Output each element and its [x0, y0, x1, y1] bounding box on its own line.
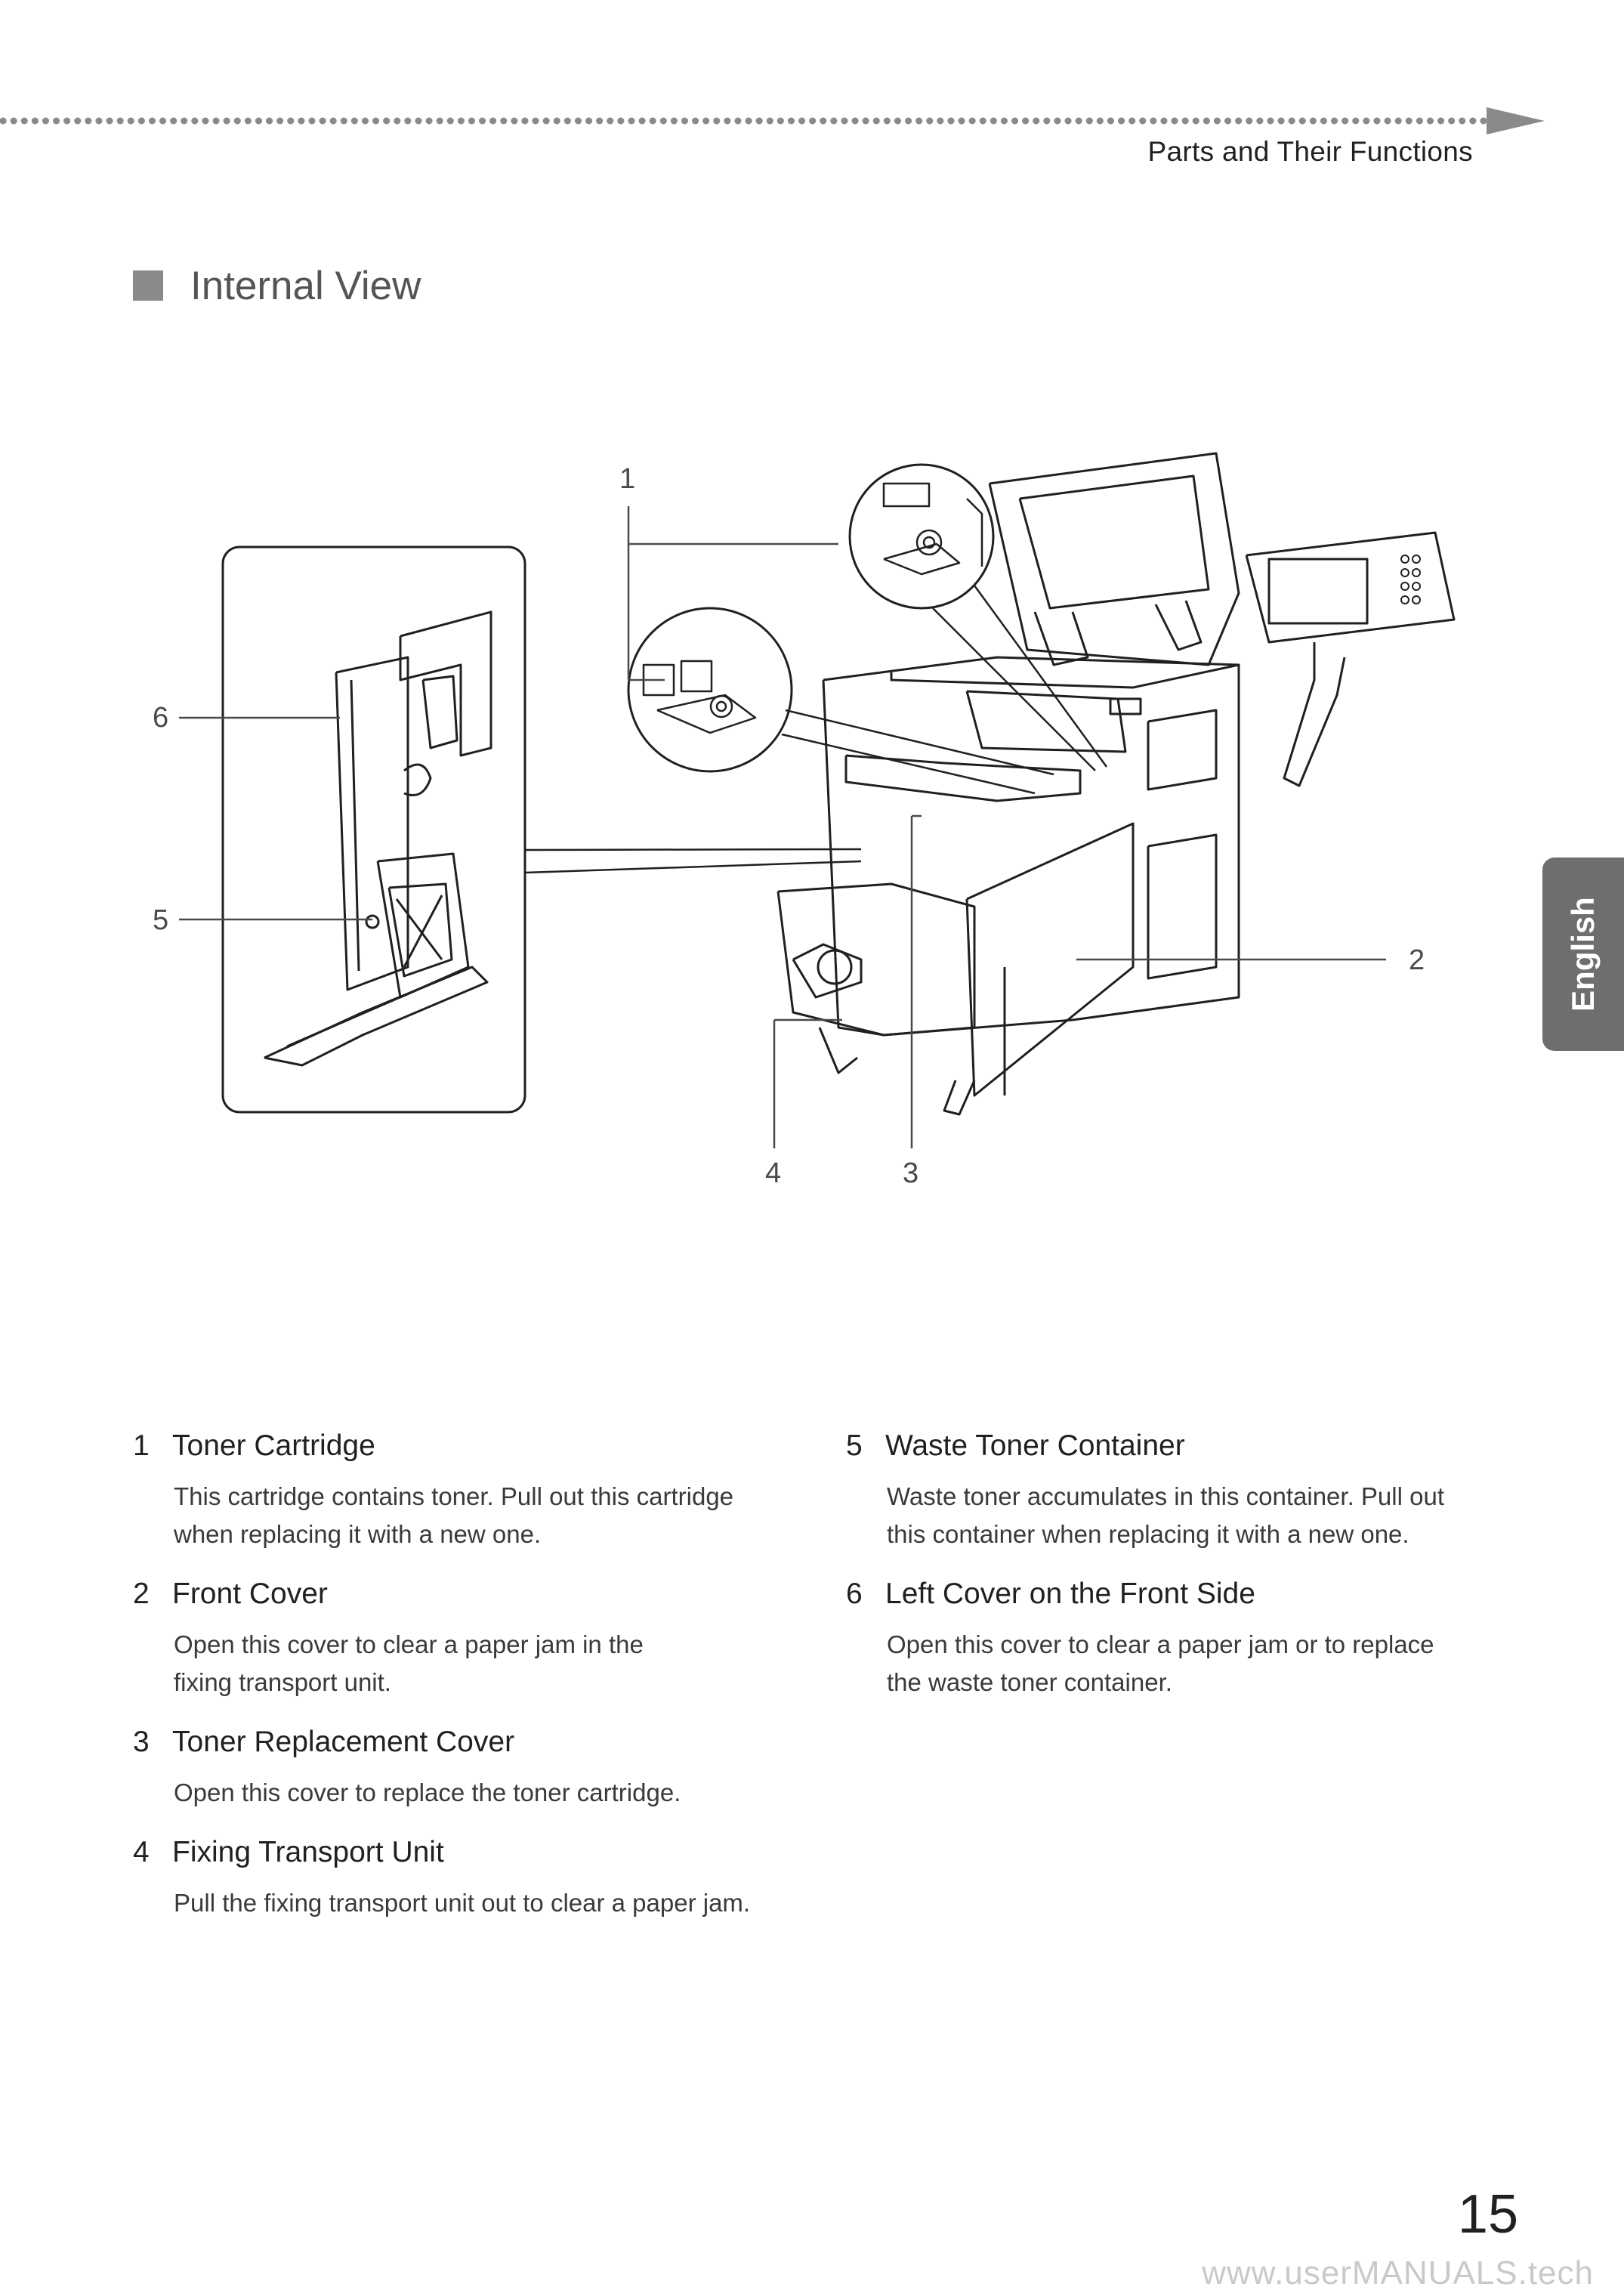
item-description: Pull the fixing transport unit out to cl… — [174, 1889, 751, 1917]
list-item: 4 Fixing Transport Unit Pull the fixing … — [133, 1836, 813, 1922]
item-description: Open this cover to clear a paper jam in … — [174, 1630, 644, 1696]
running-header: Parts and Their Functions — [1147, 136, 1473, 167]
callout-leaders — [179, 506, 1386, 1148]
internal-view-illustration: 1 2 3 4 5 6 — [153, 452, 1456, 1189]
left-cover-detail — [264, 610, 492, 1067]
item-description: Waste toner accumulates in this containe… — [887, 1482, 1444, 1548]
callout-4: 4 — [765, 1157, 781, 1189]
callout-3: 3 — [903, 1157, 919, 1189]
item-title: Waste Toner Container — [885, 1429, 1185, 1462]
section-square-icon — [133, 270, 163, 301]
parts-list-right: 5 Waste Toner Container Waste toner accu… — [846, 1429, 1526, 1726]
item-title: Fixing Transport Unit — [172, 1836, 444, 1868]
item-title: Toner Replacement Cover — [172, 1726, 515, 1758]
list-item: 3 Toner Replacement Cover Open this cove… — [133, 1726, 813, 1812]
item-title: Toner Cartridge — [172, 1429, 375, 1462]
item-number: 6 — [846, 1578, 863, 1610]
item-description: This cartridge contains toner. Pull out … — [174, 1482, 734, 1548]
inset-panel — [221, 545, 526, 1114]
callout-2: 2 — [1409, 944, 1425, 976]
language-tab-label: English — [1565, 897, 1601, 1012]
header-arrow-icon — [1487, 107, 1545, 134]
callout-5: 5 — [153, 904, 168, 936]
parts-list-left: 1 Toner Cartridge This cartridge contain… — [133, 1429, 813, 1946]
item-title: Left Cover on the Front Side — [885, 1578, 1255, 1610]
callout-6: 6 — [153, 702, 168, 734]
toner-closeup-lower — [627, 607, 793, 773]
item-description: Open this cover to clear a paper jam or … — [887, 1630, 1434, 1696]
list-item: 5 Waste Toner Container Waste toner accu… — [846, 1429, 1526, 1553]
item-title: Front Cover — [172, 1578, 328, 1610]
item-number: 1 — [133, 1429, 150, 1462]
page-number: 15 — [1457, 2184, 1518, 2245]
header-dotted-rule — [0, 107, 1545, 134]
list-item: 6 Left Cover on the Front Side Open this… — [846, 1578, 1526, 1701]
item-number: 2 — [133, 1578, 150, 1610]
section-title: Internal View — [190, 263, 421, 308]
section-heading: Internal View — [133, 263, 421, 308]
language-tab[interactable]: English — [1542, 858, 1624, 1051]
toner-closeup-upper — [848, 463, 995, 610]
list-item: 2 Front Cover Open this cover to clear a… — [133, 1578, 813, 1701]
item-number: 4 — [133, 1836, 150, 1868]
item-number: 5 — [846, 1429, 863, 1462]
copier-body — [776, 452, 1456, 1116]
item-number: 3 — [133, 1726, 150, 1758]
watermark-text: www.userMANUALS.tech — [1202, 2254, 1594, 2291]
callout-1: 1 — [619, 463, 635, 495]
list-item: 1 Toner Cartridge This cartridge contain… — [133, 1429, 813, 1553]
item-description: Open this cover to replace the toner car… — [174, 1778, 681, 1806]
